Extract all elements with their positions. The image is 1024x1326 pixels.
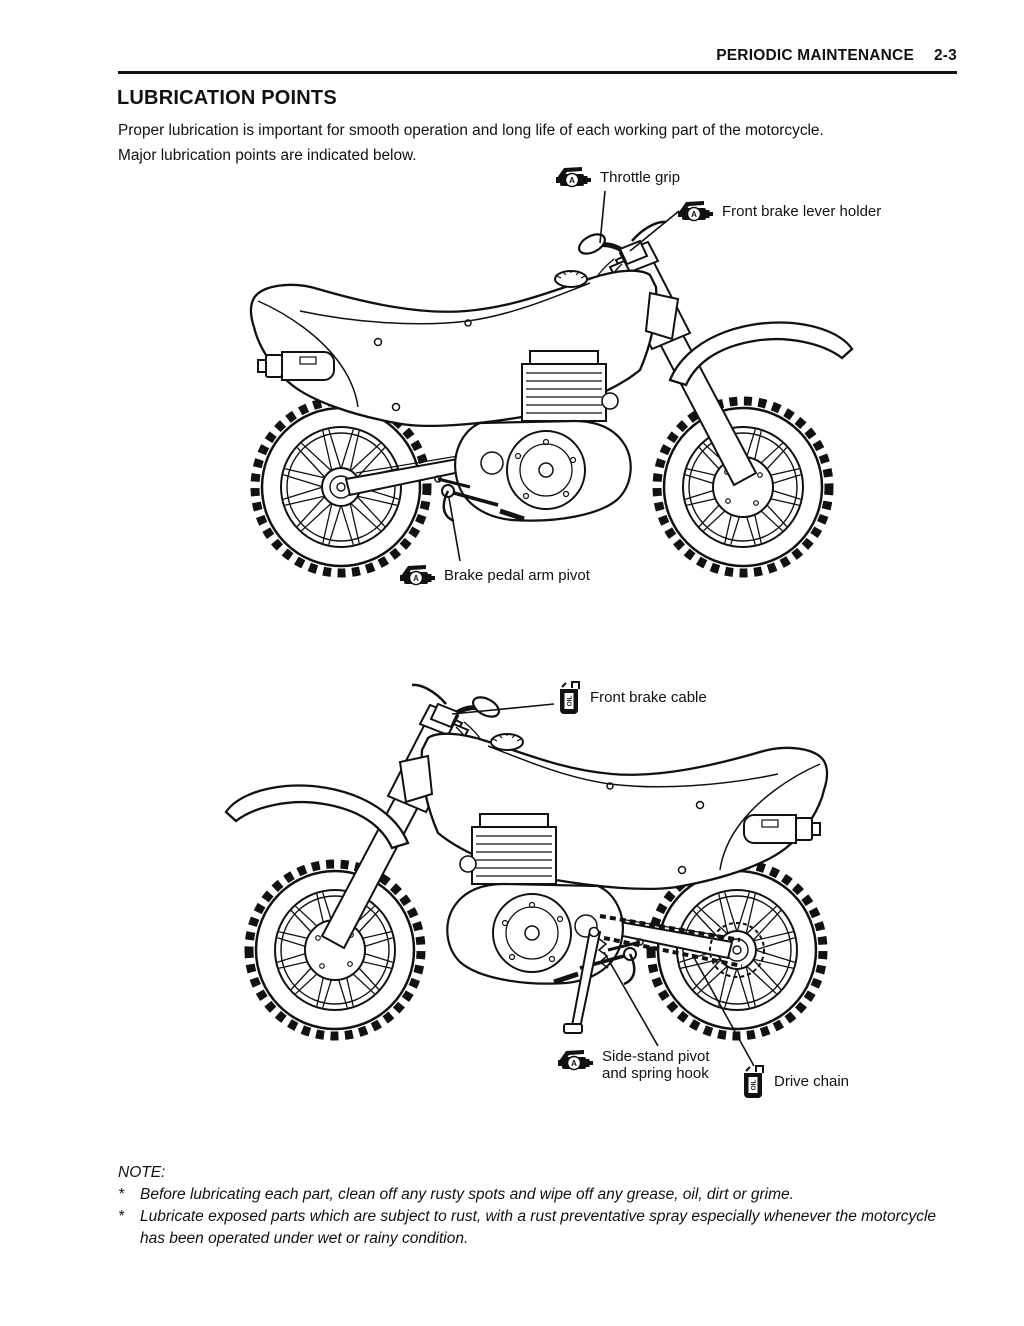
note-item-text: Before lubricating each part, clean off … bbox=[140, 1186, 794, 1203]
figure-right-side-view: A Throttle grip A Front brake lever hold… bbox=[0, 165, 1024, 620]
label-text: Brake pedal arm pivot bbox=[444, 566, 590, 584]
figure-left-side-view: OIL Front brake cable A Side-stand pivot… bbox=[0, 620, 1024, 1120]
label-text: Front brake lever holder bbox=[722, 202, 882, 220]
motorcycle-right-view-illustration bbox=[0, 190, 1024, 620]
grease-icon: A bbox=[400, 565, 435, 586]
side-stand-art bbox=[563, 926, 609, 1034]
label-front-brake-cable: OIL Front brake cable bbox=[556, 680, 707, 716]
note-bullet: * bbox=[118, 1186, 125, 1203]
note-bullet: * bbox=[118, 1208, 125, 1225]
intro-line-2: Major lubrication points are indicated b… bbox=[118, 147, 417, 164]
label-text: Throttle grip bbox=[600, 168, 681, 186]
grease-letter: A bbox=[413, 574, 419, 583]
grease-letter: A bbox=[571, 1059, 577, 1068]
note-item: * Before lubricating each part, clean of… bbox=[118, 1184, 948, 1206]
drive-chain-art bbox=[599, 914, 765, 978]
header-page-number: 2-3 bbox=[933, 47, 957, 64]
label-text: Drive chain bbox=[774, 1073, 850, 1090]
leader-lines bbox=[448, 190, 680, 562]
label-drive-chain: OIL Side-stand pivot and spring hook Dri… bbox=[740, 1064, 849, 1100]
note-heading: NOTE: bbox=[118, 1164, 166, 1181]
oil-icon: OIL bbox=[744, 1065, 764, 1098]
motorcycle-left-view-illustration bbox=[0, 620, 1024, 1067]
oil-label: OIL bbox=[567, 696, 574, 707]
grease-icon: A bbox=[556, 167, 591, 188]
intro-line-1: Proper lubrication is important for smoo… bbox=[118, 122, 824, 139]
label-side-stand-pivot: A Side-stand pivot and spring hook bbox=[558, 1048, 730, 1082]
grease-icon: A bbox=[678, 201, 713, 222]
grease-letter: A bbox=[569, 176, 575, 185]
page-title: LUBRICATION POINTS bbox=[117, 87, 337, 109]
intro-paragraph: Proper lubrication is important for smoo… bbox=[118, 118, 998, 168]
label-front-brake-lever-holder: A Front brake lever holder bbox=[678, 199, 881, 223]
label-text: Side-stand pivot and spring hook bbox=[602, 1048, 710, 1082]
label-throttle-grip: A Throttle grip bbox=[556, 165, 680, 189]
header-section-title: PERIODIC MAINTENANCE bbox=[716, 47, 914, 64]
note-item-text: Lubricate exposed parts which are subjec… bbox=[140, 1208, 937, 1247]
note-section: NOTE: * Before lubricating each part, cl… bbox=[118, 1162, 948, 1250]
oil-icon: OIL bbox=[560, 681, 580, 714]
label-brake-pedal-arm-pivot: A Brake pedal arm pivot bbox=[400, 563, 590, 587]
header-rule bbox=[118, 71, 957, 74]
page-header: PERIODIC MAINTENANCE 2-3 bbox=[118, 47, 957, 65]
grease-icon: A bbox=[558, 1050, 593, 1071]
note-item: * Lubricate exposed parts which are subj… bbox=[118, 1206, 948, 1250]
grease-letter: A bbox=[691, 210, 697, 219]
label-text: Front brake cable bbox=[590, 689, 707, 706]
leader-lines bbox=[451, 703, 755, 1067]
oil-label: OIL bbox=[751, 1080, 758, 1091]
